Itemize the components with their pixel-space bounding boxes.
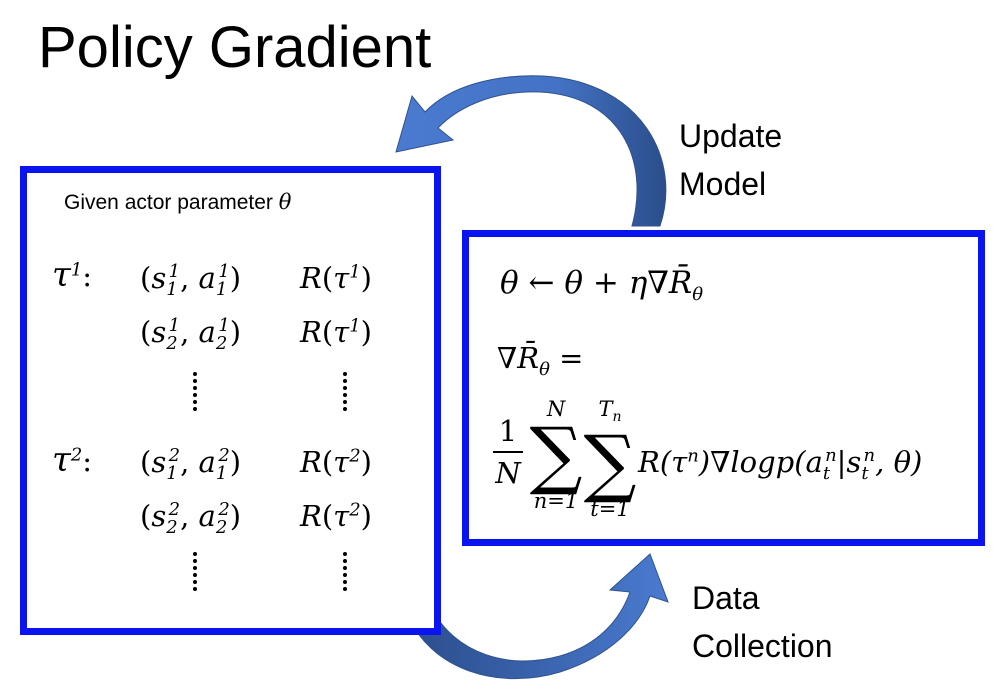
colon: : — [82, 444, 93, 478]
sum-symbol: ∑ — [529, 412, 583, 498]
tau-superscript: 2 — [70, 444, 83, 466]
data-label-line1: Data — [692, 580, 760, 616]
trajectory-box — [20, 166, 441, 635]
vertical-dots — [343, 552, 349, 594]
update-model-label: Update Model — [679, 112, 782, 208]
trajectory-reward: R(τ1) — [300, 315, 372, 349]
gradient-symbol: ∇R̄ — [497, 341, 540, 375]
reward-sup: 2 — [349, 499, 361, 521]
s-sup: 2 — [168, 499, 181, 521]
sum-upper-limit: Tn — [580, 398, 640, 428]
equals-sign: = — [559, 341, 584, 375]
s-sub: 2 — [166, 332, 178, 354]
s-sup: 1 — [168, 315, 181, 337]
data-collection-arrow — [404, 553, 669, 680]
sum-over-t: Tn ∑ t=1 — [580, 398, 640, 520]
sum-lower-limit: t=1 — [590, 497, 630, 522]
reward-sup: 1 — [349, 261, 361, 283]
vertical-dots — [193, 552, 199, 594]
sum-symbol: ∑ — [583, 420, 637, 507]
reward-sup: 1 — [349, 315, 361, 337]
a-sup: 2 — [218, 445, 230, 467]
heading-text: Given actor parameter — [64, 191, 273, 214]
a-sub: 1 — [215, 462, 228, 484]
summand: R(τn)∇logp(atn|stn, θ) — [638, 445, 923, 482]
s-sub: 1 — [166, 462, 178, 484]
sum-upper-var: T — [598, 397, 613, 421]
s-sup: 2 — [168, 445, 181, 467]
state-action-pair: (s11, a11) — [140, 261, 242, 300]
s-sub: 2 — [166, 516, 178, 538]
update-rule-box — [462, 230, 985, 546]
state-sub: t — [861, 462, 869, 484]
gradient-lhs: ∇R̄θ = — [497, 341, 584, 379]
a-sup: 2 — [218, 499, 230, 521]
colon: : — [82, 259, 93, 293]
update-rule-text: θ ← θ + η∇R̄ — [500, 265, 693, 301]
trajectory-reward: R(τ2) — [300, 445, 372, 479]
s-sub: 1 — [166, 278, 178, 300]
trajectory-label-1: τ1: — [52, 258, 92, 292]
update-label-line2: Model — [679, 166, 767, 202]
state-sup: n — [863, 445, 876, 467]
action-sub: t — [822, 462, 831, 484]
gradient-sub: θ — [539, 358, 550, 380]
sum-upper-limit: N — [546, 397, 566, 421]
fraction-bar — [493, 451, 523, 453]
tau-superscript: 1 — [70, 259, 83, 281]
reward-sup: 2 — [349, 445, 361, 467]
trajectory-reward: R(τ1) — [300, 261, 372, 295]
action-sup: n — [825, 445, 837, 467]
sum-over-n: N ∑ n=1 — [526, 398, 586, 512]
vertical-dots — [193, 372, 199, 414]
a-sub: 2 — [215, 516, 228, 538]
trajectory-reward: R(τ2) — [300, 499, 372, 533]
data-label-line2: Collection — [692, 628, 833, 664]
vertical-dots — [343, 372, 349, 414]
a-sub: 2 — [215, 332, 228, 354]
fraction-numerator: 1 — [498, 414, 518, 448]
a-sub: 1 — [215, 278, 228, 300]
theta-symbol: θ — [278, 190, 292, 214]
reward-term: R(τ — [638, 445, 688, 479]
sum-upper-sub: n — [612, 409, 622, 426]
fraction-one-over-n: 1 N — [493, 414, 523, 490]
tau-symbol: τ — [52, 255, 71, 295]
reward-term-sup: n — [687, 445, 699, 467]
a-sup: 1 — [218, 315, 230, 337]
update-model-arrow — [395, 75, 667, 227]
update-rule: θ ← θ + η∇R̄θ — [500, 265, 703, 304]
update-rule-sub: θ — [692, 284, 704, 306]
a-sup: 1 — [218, 261, 230, 283]
given-state: |s — [836, 445, 862, 479]
state-action-pair: (s12, a12) — [140, 445, 242, 484]
data-collection-label: Data Collection — [692, 574, 833, 670]
tau-symbol: τ — [52, 440, 71, 480]
trajectory-label-2: τ2: — [52, 443, 92, 477]
update-label-line1: Update — [679, 118, 783, 154]
sum-lower-limit: n=1 — [533, 489, 579, 513]
state-action-pair: (s22, a22) — [140, 499, 242, 538]
page-title: Policy Gradient — [38, 15, 432, 80]
theta-tail: , θ) — [875, 445, 923, 479]
actor-parameter-heading: Given actor parameter θ — [64, 190, 291, 215]
s-sup: 1 — [168, 261, 181, 283]
fraction-denominator: N — [495, 456, 521, 490]
log-prob-term: )∇logp(a — [698, 445, 823, 479]
state-action-pair: (s21, a21) — [140, 315, 242, 354]
